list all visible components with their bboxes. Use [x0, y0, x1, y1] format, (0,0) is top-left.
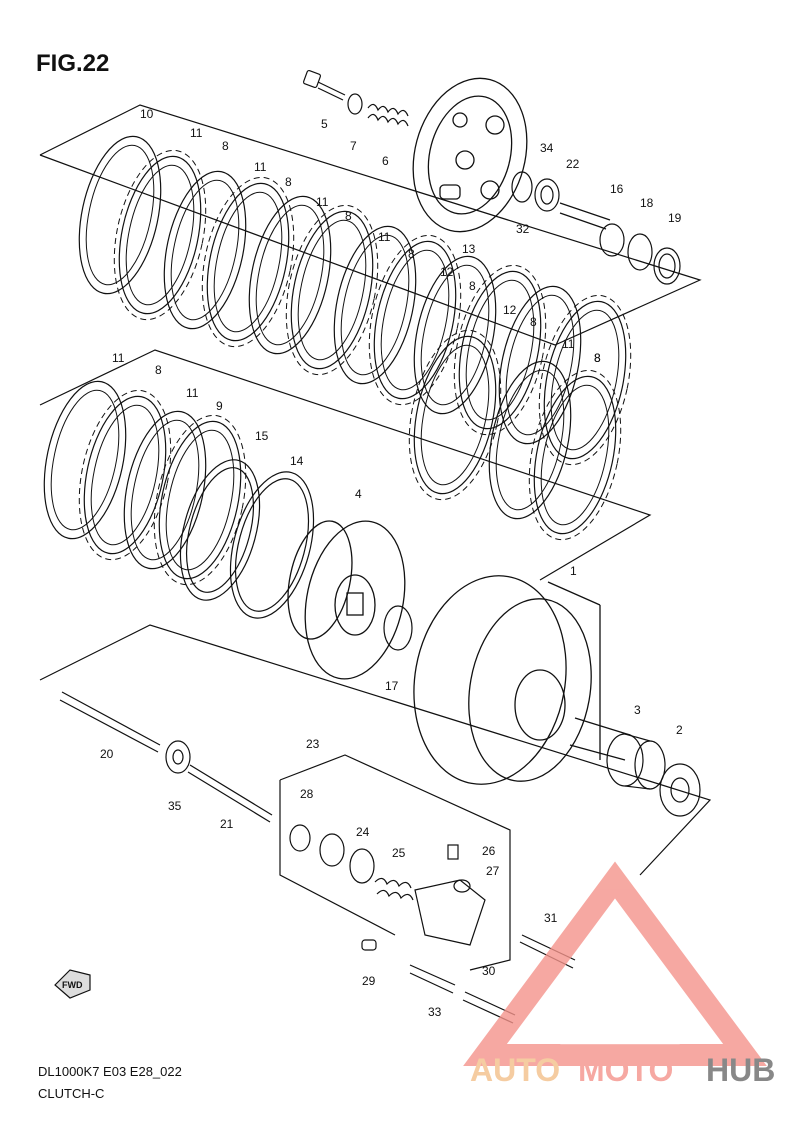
callout-15: 15 — [255, 429, 269, 443]
bolt-spring-assembly — [302, 69, 409, 127]
clutch-plate — [488, 360, 572, 520]
clutch-plate — [78, 135, 162, 295]
clutch-plate — [368, 234, 462, 406]
callout-33: 33 — [428, 1005, 442, 1019]
thrust-washer — [383, 605, 413, 651]
needle-bearing-washer — [606, 733, 701, 817]
frame-middle — [39, 349, 652, 581]
callout-20: 20 — [100, 747, 114, 761]
callout-8i: 8 — [594, 351, 601, 365]
callout-35: 35 — [168, 799, 182, 813]
callout-32: 32 — [516, 222, 530, 236]
callout-19: 19 — [668, 211, 682, 225]
clutch-plate — [333, 225, 417, 385]
callout-29: 29 — [362, 974, 376, 988]
diagram-code: DL1000K7 E03 E28_022 — [38, 1064, 182, 1079]
callout-25: 25 — [392, 846, 406, 860]
callout-8g: 8 — [594, 351, 601, 365]
callout-28: 28 — [300, 787, 314, 801]
callout-4: 4 — [355, 487, 362, 501]
release-bearing-parts — [511, 171, 681, 285]
callout-12a: 12 — [440, 265, 454, 279]
callout-23: 23 — [306, 737, 320, 751]
clutch-sleeve-hub — [287, 520, 406, 680]
watermark-text-b: MOTO — [578, 1052, 673, 1088]
diagram-name: CLUTCH-C — [38, 1086, 105, 1101]
watermark-text-c: HUB — [706, 1052, 775, 1088]
plates-upper-row — [78, 135, 632, 466]
clutch-plate — [248, 195, 332, 355]
frame-slave-cylinder — [279, 754, 511, 971]
clutch-plate — [113, 149, 207, 321]
clutch-plate — [408, 329, 502, 501]
callout-7: 7 — [350, 139, 357, 153]
callout-9: 9 — [216, 399, 223, 413]
callout-18: 18 — [640, 196, 654, 210]
primary-driven-gear — [413, 575, 631, 785]
callout-8d: 8 — [408, 247, 415, 261]
callout-11d: 11 — [378, 230, 391, 244]
callout-22: 22 — [566, 157, 580, 171]
callout-17: 17 — [385, 679, 399, 693]
callout-8a: 8 — [222, 139, 229, 153]
callout-34: 34 — [540, 141, 554, 155]
callout-21: 21 — [220, 817, 234, 831]
callout-11f: 11 — [112, 351, 125, 365]
callout-labels: 1234567888888888910111111111111111212131… — [100, 107, 683, 1019]
callout-8h: 8 — [155, 363, 162, 377]
clutch-plate — [78, 389, 172, 561]
watermark-text-a: AUTO — [470, 1052, 560, 1088]
clutch-plate — [413, 255, 497, 415]
callout-11g: 11 — [186, 386, 199, 400]
clutch-plate — [123, 410, 207, 570]
frame-lower — [39, 624, 712, 876]
callout-26: 26 — [482, 844, 496, 858]
push-rods — [59, 691, 273, 823]
callout-6: 6 — [382, 154, 389, 168]
frame-upper — [39, 104, 702, 346]
fwd-arrow-icon: FWD — [54, 969, 91, 999]
callout-30: 30 — [482, 964, 496, 978]
callout-8c: 8 — [345, 209, 352, 223]
clutch-plate — [538, 294, 632, 466]
pressure-plate — [412, 77, 528, 233]
callout-11b: 11 — [254, 160, 267, 174]
callout-10: 10 — [140, 107, 154, 121]
callout-8f: 8 — [530, 315, 537, 329]
clutch-plate — [163, 170, 247, 330]
callout-11e: 11 — [562, 337, 575, 351]
figure-title: FIG.22 — [36, 50, 110, 77]
callout-24: 24 — [356, 825, 370, 839]
callout-12b: 12 — [503, 303, 517, 317]
callout-13: 13 — [462, 242, 476, 256]
fwd-label: FWD — [62, 980, 83, 990]
callout-3: 3 — [634, 703, 641, 717]
callout-16: 16 — [610, 182, 624, 196]
clutch-plate — [201, 176, 295, 348]
clutch-plate — [453, 264, 547, 436]
springs-rings — [179, 459, 315, 619]
callout-11a: 11 — [190, 126, 203, 140]
callout-8e: 8 — [469, 279, 476, 293]
callout-11c: 11 — [316, 195, 329, 209]
callout-31: 31 — [544, 911, 558, 925]
clutch-plate — [528, 369, 622, 541]
callout-14: 14 — [290, 454, 304, 468]
callout-2: 2 — [676, 723, 683, 737]
callout-5: 5 — [321, 117, 328, 131]
clutch-plate — [285, 204, 379, 376]
frame-slave-left — [279, 780, 396, 936]
callout-1: 1 — [570, 564, 577, 578]
callout-27: 27 — [486, 864, 500, 878]
clutch-plate — [43, 380, 127, 540]
callout-8b: 8 — [285, 175, 292, 189]
watermark-logo: AUTO MOTO HUB — [463, 861, 775, 1088]
